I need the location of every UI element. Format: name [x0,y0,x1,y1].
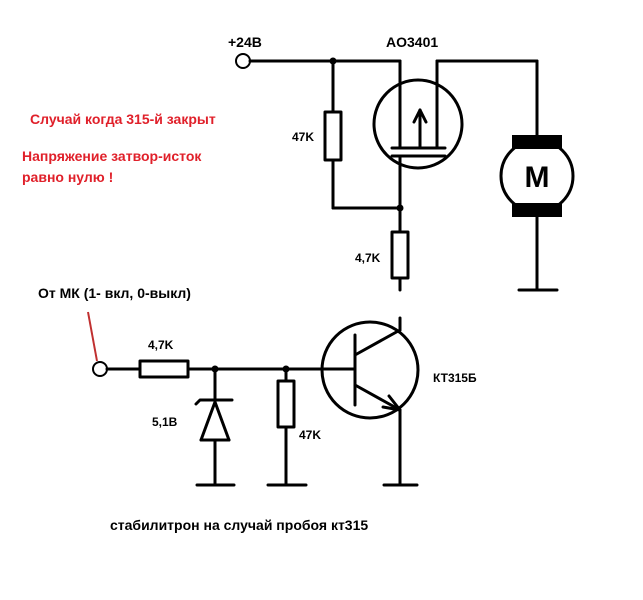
note-case: Случай когда 315-й закрыт [30,111,216,127]
transistor-label: КТ315Б [433,371,477,385]
zener-label: 5,1В [152,415,178,429]
gate-pullup-resistor-label: 47K [292,130,314,144]
motor-label: M [525,161,550,194]
collector-resistor-label: 4,7K [355,251,381,265]
base-pulldown-resistor [276,379,296,429]
collector-resistor [390,230,410,280]
input-label: От МК (1- вкл, 0-выкл) [38,285,191,301]
base-resistor-label: 4,7K [148,338,174,352]
note-voltage-line1: Напряжение затвор-исток [22,148,202,164]
supply-label: +24В [228,34,262,50]
note-voltage-line2: равно нулю ! [22,169,113,185]
mosfet-symbol [372,59,464,210]
caption: стабилитрон на случай пробоя кт315 [110,517,368,533]
base-pulldown-resistor-label: 47K [299,428,321,442]
supply-terminal [235,53,251,69]
zener-diode-symbol [194,398,234,442]
input-terminal [92,361,108,377]
input-pointer-line [87,311,98,362]
gate-pullup-resistor [323,110,343,162]
base-resistor [138,359,190,379]
motor-symbol [499,135,575,217]
mosfet-label: AO3401 [386,34,438,50]
